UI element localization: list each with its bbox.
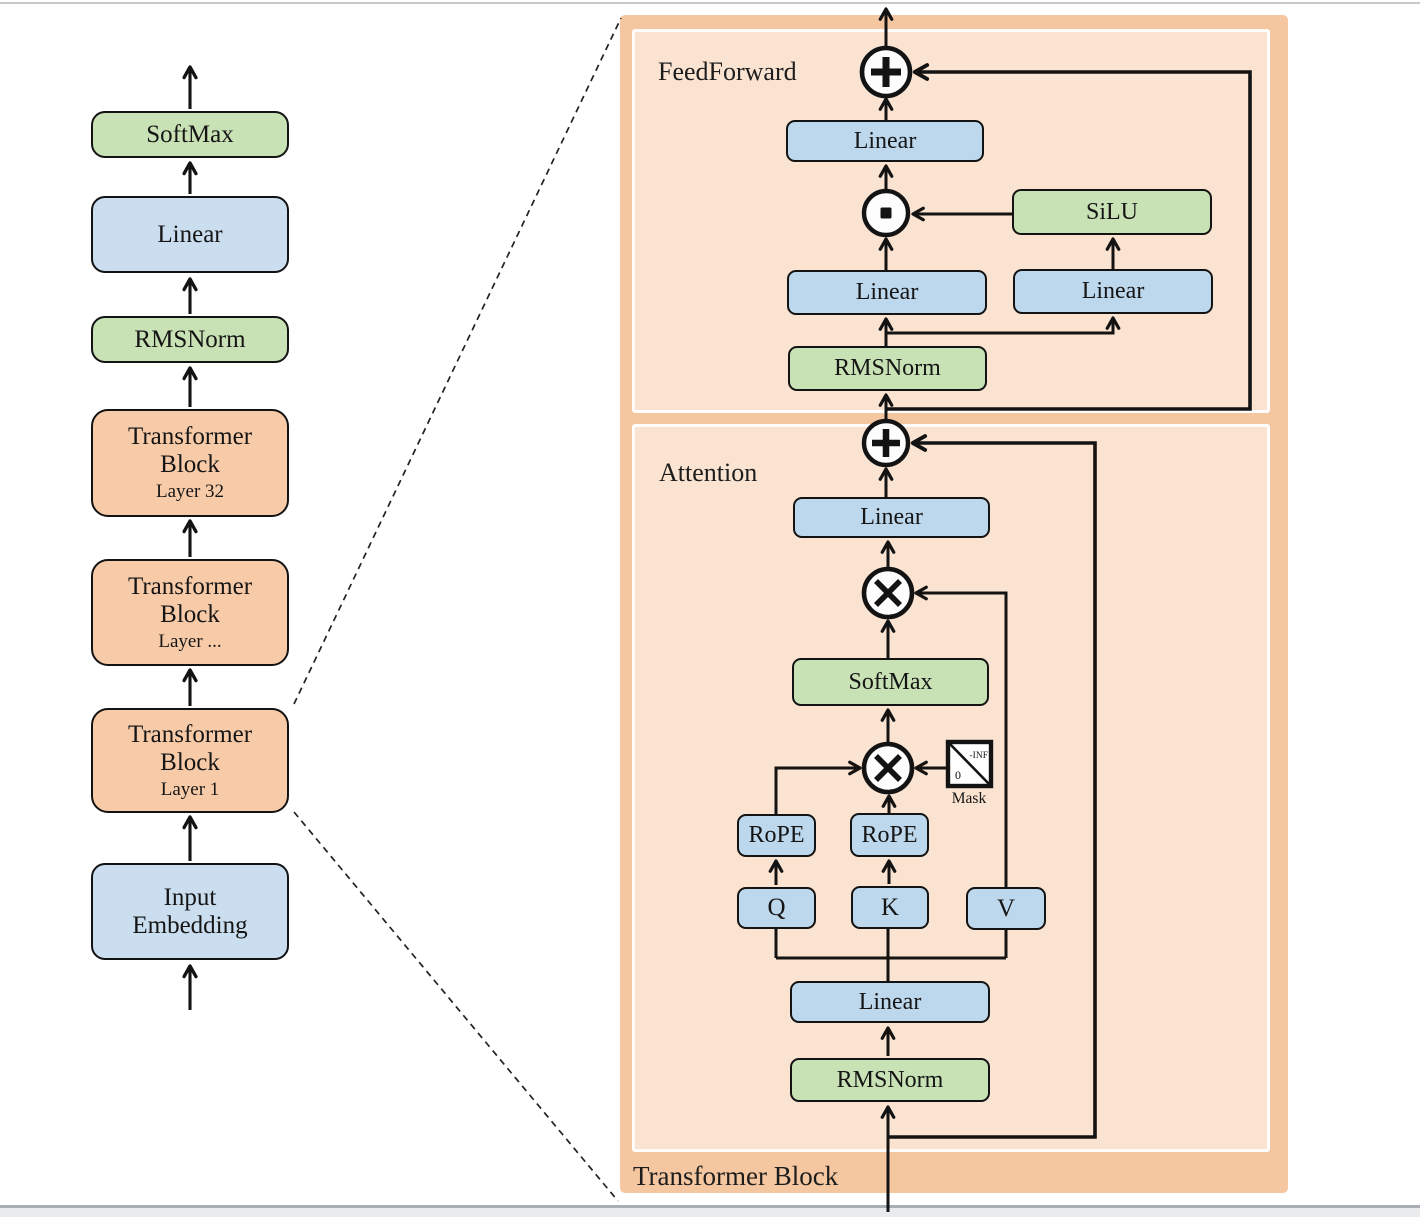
block-label: Input Embedding [132,883,248,939]
mask-lower-value: 0 [955,768,961,782]
left-block-softmax: SoftMax [91,111,289,158]
attn-output-linear: Linear [793,497,990,538]
box-label: RoPE [748,822,805,849]
top-border-line [0,2,1420,4]
attn-qkv-linear: Linear [790,981,990,1023]
ffn-output-linear: Linear [786,120,984,162]
box-label: SiLU [1085,198,1138,225]
box-label: Linear [1081,278,1145,305]
residual-add-icon [861,418,911,468]
block-sublabel: Layer 1 [160,778,220,800]
attn-k-proj: K [851,886,929,929]
attn-q-proj: Q [737,887,816,929]
left-block-transformer-dots: Transformer Block Layer ... [91,559,289,666]
matmul-icon [861,566,915,620]
left-block-transformer-1: Transformer Block Layer 1 [91,708,289,813]
causal-mask-glyph: -INF 0 Mask [945,739,994,807]
box-label: Q [767,894,786,921]
transformer-block-panel-label: Transformer Block [633,1161,839,1191]
mask-upper-value: -INF [970,751,988,761]
box-label: V [996,894,1016,922]
block-sublabel: Layer ... [158,630,222,652]
attn-rope-q: RoPE [737,814,816,857]
feedforward-section-label: FeedForward [658,57,797,86]
box-label: Linear [858,988,922,1015]
block-label: Transformer Block [127,572,253,628]
mask-label: Mask [952,790,987,807]
left-block-transformer-32: Transformer Block Layer 32 [91,409,289,517]
block-label: Transformer Block [127,423,253,479]
box-label: RMSNorm [834,355,941,382]
attention-wires [768,434,1097,1212]
ffn-silu: SiLU [1012,189,1212,235]
matmul-icon [861,741,915,795]
box-label: Linear [855,279,919,306]
attn-rmsnorm: RMSNorm [790,1058,990,1102]
box-label: Linear [853,127,917,154]
block-sublabel: Layer 32 [155,481,225,503]
box-label: K [880,893,900,921]
attn-rope-k: RoPE [850,813,929,857]
box-label: Linear [860,504,923,531]
bottom-border-line [0,1205,1420,1208]
attn-softmax: SoftMax [792,658,989,706]
left-block-rmsnorm: RMSNorm [91,316,289,363]
box-label: RMSNorm [836,1066,944,1093]
left-block-input-embedding: Input Embedding [91,863,289,960]
ffn-rmsnorm: RMSNorm [788,346,987,391]
left-block-linear: Linear [91,196,289,273]
bottom-border-band [0,1208,1420,1217]
residual-add-icon [859,45,913,99]
ffn-up-linear: Linear [1013,269,1213,314]
block-label: Linear [157,220,223,248]
ffn-gate-linear: Linear [787,270,987,315]
attn-v-proj: V [966,887,1046,930]
elementwise-product-icon [861,188,911,238]
block-label: RMSNorm [134,325,246,353]
zoom-guide-lines [293,17,622,1202]
box-label: SoftMax [848,668,933,695]
feedforward-wires [878,7,1252,421]
attention-section-label: Attention [659,458,758,487]
box-label: RoPE [861,821,918,848]
block-label: Transformer Block [127,720,253,776]
block-label: SoftMax [146,120,234,148]
